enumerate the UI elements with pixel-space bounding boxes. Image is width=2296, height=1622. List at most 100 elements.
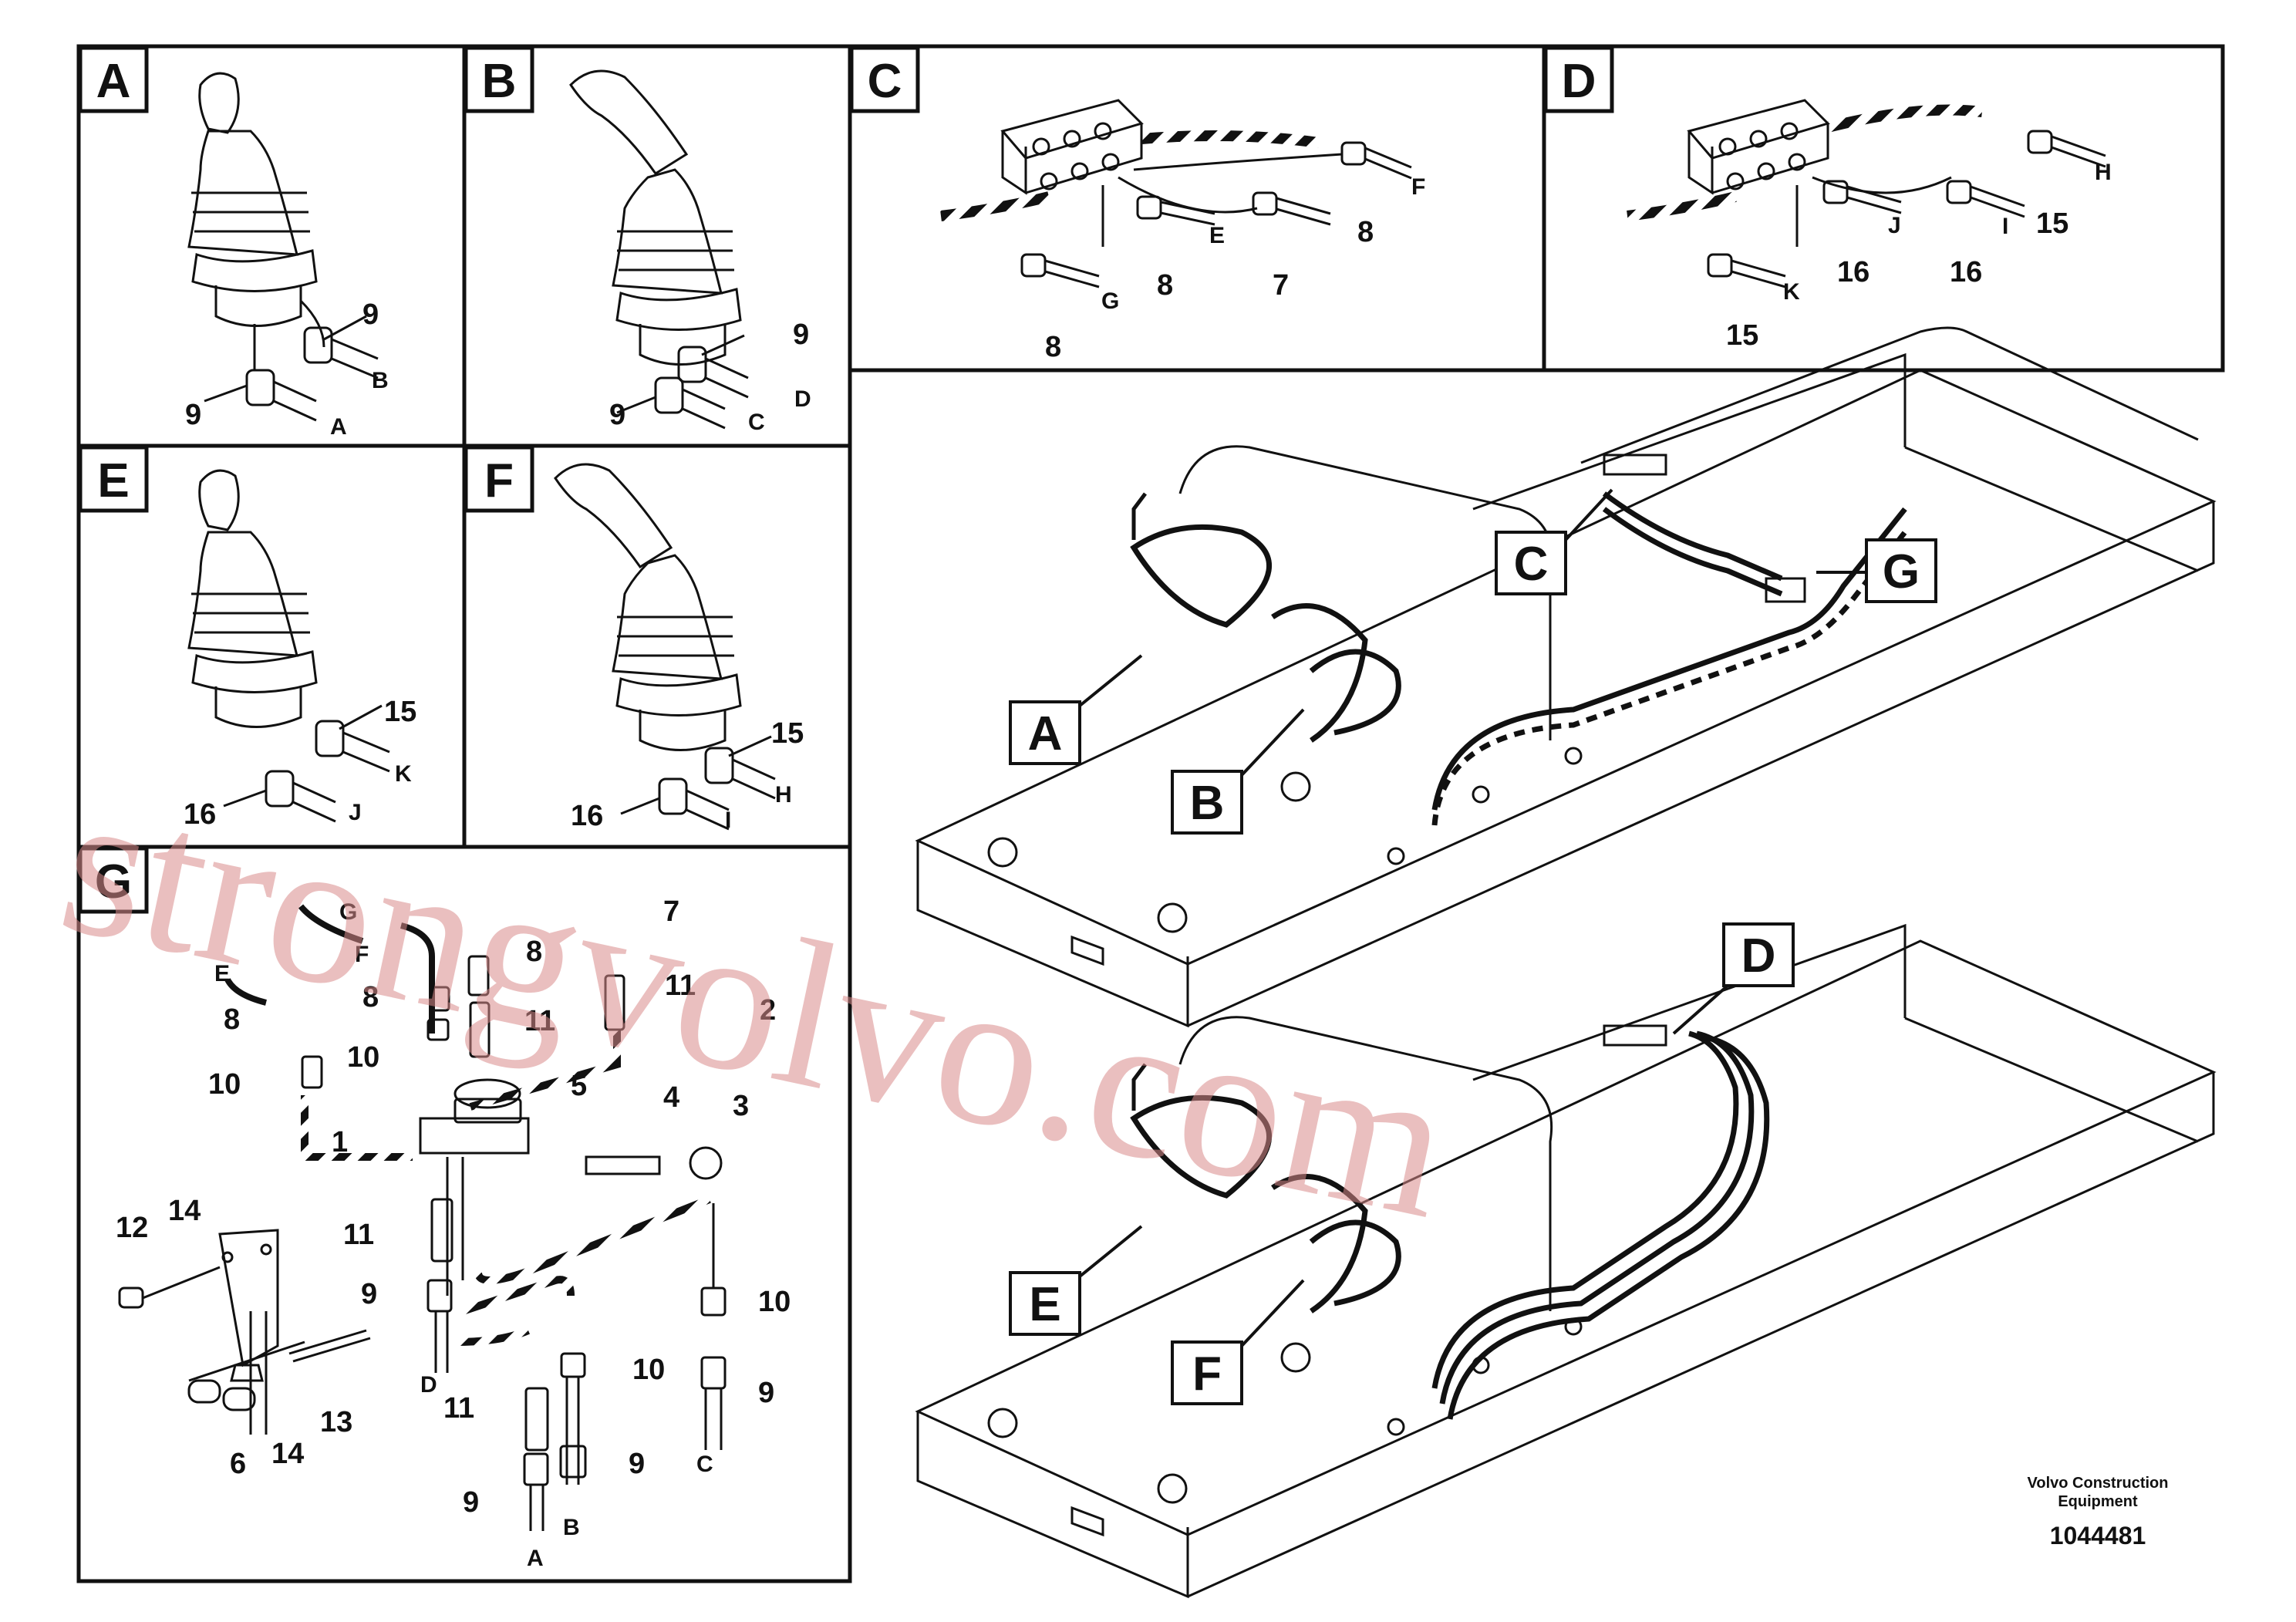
hose-g-a: A — [527, 1546, 544, 1571]
callout-c-7: 7 — [1273, 269, 1289, 302]
company-name-line1: Volvo Construction — [2028, 1475, 2169, 1492]
valve-block-c-icon — [940, 99, 1412, 288]
hose-b-d: D — [794, 386, 811, 412]
drawing-number: 1044481 — [2050, 1522, 2146, 1549]
panel-c-tag: C — [849, 46, 920, 113]
overview-label-c: C — [1514, 538, 1549, 591]
hose-b-c: C — [748, 410, 765, 435]
callout-g-14-b: 14 — [271, 1438, 304, 1470]
valve-drawings — [940, 99, 2106, 288]
panel-frames — [76, 44, 2225, 1583]
overview-label-a: A — [1028, 707, 1063, 760]
hose-c-e: E — [1209, 223, 1225, 248]
callout-d-15-bottom: 15 — [1726, 319, 1758, 352]
panel-g-callouts: 7 8 8 8 11 11 10 10 2 5 4 3 1 12 14 11 9… — [116, 895, 791, 1571]
frame-top-overview — [915, 326, 2217, 1028]
panel-f-label: F — [484, 454, 514, 508]
panel-c-label: C — [868, 55, 902, 108]
panel-b-label: B — [482, 55, 517, 108]
callout-g-9-c: 9 — [629, 1448, 645, 1480]
overview-callout-e: E — [1009, 1225, 1143, 1336]
callout-g-1: 1 — [332, 1126, 348, 1158]
joystick-a-icon — [187, 72, 379, 422]
callout-g-8-b: 8 — [362, 981, 379, 1013]
hose-c-f: F — [1411, 174, 1425, 200]
overview-callout-b: B — [1171, 708, 1305, 835]
callout-g-11-c: 11 — [343, 1219, 374, 1251]
callout-g-11-b: 11 — [524, 1005, 555, 1037]
callout-a-9-lower: 9 — [185, 399, 201, 431]
overview-callout-d: D — [1672, 922, 1795, 1035]
hose-f-h: H — [775, 782, 792, 808]
callout-f-16: 16 — [571, 800, 603, 832]
panel-b-tag: B — [464, 46, 534, 113]
overview-label-e: E — [1029, 1278, 1060, 1331]
company-name-line2: Equipment — [2058, 1493, 2138, 1510]
callout-g-7: 7 — [663, 895, 679, 928]
hose-d-h: H — [2095, 160, 2112, 185]
hose-g-d: D — [420, 1372, 437, 1398]
callout-b-9-upper: 9 — [793, 319, 809, 351]
overview-callout-a: A — [1009, 654, 1143, 765]
callout-b-9-lower: 9 — [609, 399, 625, 431]
callout-g-9-d: 9 — [463, 1486, 479, 1519]
callout-e-16: 16 — [184, 798, 216, 831]
joystick-drawings — [187, 69, 776, 831]
callout-e-15: 15 — [384, 696, 416, 728]
callout-g-3: 3 — [733, 1090, 749, 1122]
hose-c-g: G — [1101, 288, 1119, 314]
panel-d-label: D — [1562, 55, 1596, 108]
valve-block-d-icon — [1627, 99, 2106, 288]
panel-g-frame — [76, 845, 852, 1583]
callout-g-10-b: 10 — [208, 1068, 241, 1101]
panel-a-tag: A — [78, 46, 149, 113]
callout-g-6: 6 — [230, 1448, 246, 1480]
overview-callout-g: G — [1816, 538, 1937, 603]
callout-g-10-d: 10 — [632, 1354, 665, 1386]
callout-d-15-top: 15 — [2036, 207, 2068, 240]
panel-e-label: E — [97, 454, 129, 508]
hose-e-j: J — [349, 800, 362, 825]
joystick-e-icon — [187, 469, 390, 823]
hose-f-i: I — [725, 808, 731, 833]
callout-g-11-d: 11 — [443, 1392, 474, 1425]
watermark-text: strongvolvo.com — [45, 744, 1468, 1262]
hose-a-b: B — [372, 368, 389, 393]
callout-c-8-bottom: 8 — [1045, 331, 1061, 363]
callout-g-10-a: 10 — [347, 1041, 379, 1074]
hose-d-j: J — [1888, 213, 1901, 238]
valve-callouts: 8 8 7 8 G E F 15 16 16 15 K J I H — [1045, 160, 2112, 363]
overview-label-d: D — [1741, 929, 1776, 983]
panel-g-tag: G — [78, 846, 149, 914]
panel-d-frame — [1542, 44, 2225, 373]
callout-g-9-a: 9 — [361, 1278, 377, 1310]
panel-a-label: A — [96, 55, 131, 108]
callout-g-5: 5 — [571, 1070, 587, 1102]
hose-d-k: K — [1783, 279, 1800, 305]
callout-d-16-left: 16 — [1837, 256, 1870, 288]
frame-bottom-overview — [915, 923, 2217, 1599]
callout-f-15: 15 — [771, 717, 804, 750]
callout-c-8-right: 8 — [1357, 216, 1374, 248]
title-block: Volvo Construction Equipment 1044481 — [2028, 1475, 2169, 1549]
callout-a-9-upper: 9 — [362, 298, 379, 331]
overview-callout-c: C — [1495, 488, 1613, 595]
hose-e-k: K — [395, 761, 412, 787]
joystick-f-icon — [554, 463, 776, 831]
panel-e-tag: E — [78, 445, 149, 513]
callout-g-2: 2 — [760, 994, 776, 1027]
hose-g-e: E — [214, 961, 230, 986]
panel-letter-boxes: A B C D E F G — [78, 46, 1614, 914]
overview-callout-f: F — [1171, 1279, 1305, 1405]
hose-g-f: F — [355, 942, 369, 967]
callout-d-16-right: 16 — [1950, 256, 1982, 288]
hose-g-g: G — [339, 899, 357, 925]
callout-c-8-mid: 8 — [1157, 269, 1173, 302]
overview-label-f: F — [1192, 1347, 1222, 1401]
overview-label-g: G — [1883, 545, 1920, 599]
callout-g-11-a: 11 — [665, 969, 696, 1002]
callout-g-8-c: 8 — [224, 1003, 240, 1036]
overview-callouts: A B C G E F D — [1009, 488, 1937, 1405]
callout-g-14-a: 14 — [168, 1195, 201, 1227]
